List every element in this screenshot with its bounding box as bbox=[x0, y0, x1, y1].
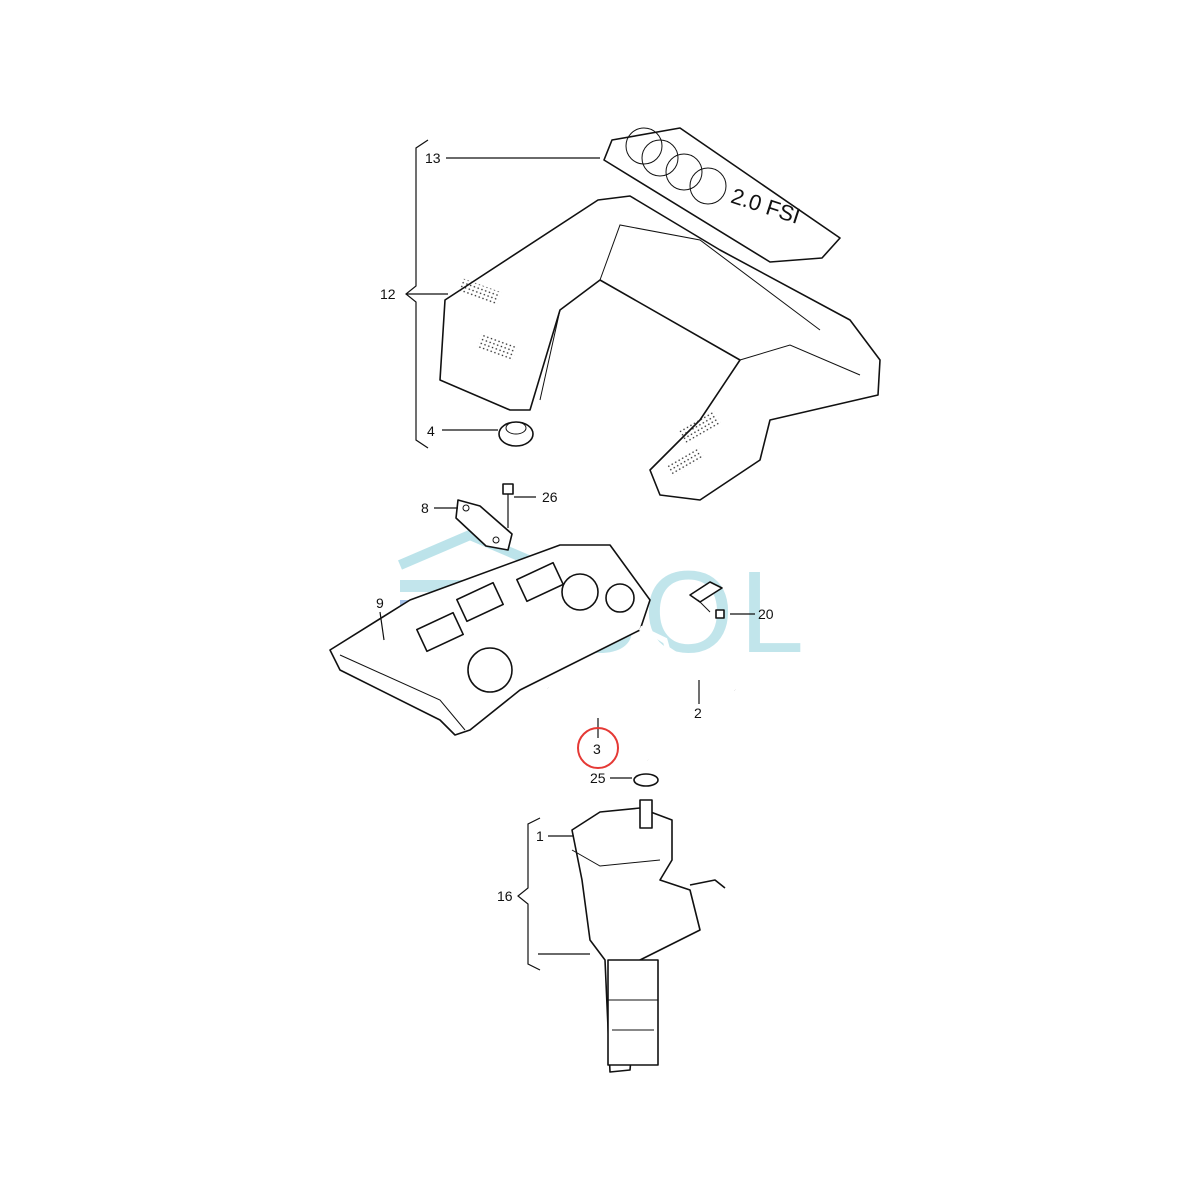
leader-lines bbox=[379, 139, 755, 971]
callout-2: 2 bbox=[694, 705, 702, 721]
callout-3: 3 bbox=[593, 741, 601, 757]
breather-hose-2 bbox=[638, 625, 737, 692]
engine-emblem: 2.0 FSI bbox=[603, 127, 841, 263]
callout-8: 8 bbox=[421, 500, 429, 516]
bolt-26 bbox=[502, 483, 514, 528]
highlight-circle bbox=[577, 727, 619, 769]
callout-16: 16 bbox=[497, 888, 513, 904]
watermark-roof-icon bbox=[398, 529, 542, 570]
callout-9: 9 bbox=[376, 595, 384, 611]
callout-12: 12 bbox=[380, 286, 396, 302]
hose-clamp bbox=[633, 773, 659, 787]
callout-4: 4 bbox=[427, 423, 435, 439]
callout-1: 1 bbox=[536, 828, 544, 844]
callout-20: 20 bbox=[758, 606, 774, 622]
callout-25: 25 bbox=[590, 770, 606, 786]
bracket bbox=[455, 499, 513, 551]
callouts: 13 12 4 8 26 9 20 2 3 25 1 16 bbox=[376, 150, 774, 904]
clip-bracket bbox=[689, 581, 725, 619]
valve-cover bbox=[329, 544, 651, 736]
grommet bbox=[498, 421, 534, 447]
oil-filter-housing bbox=[571, 799, 726, 1073]
callout-13: 13 bbox=[425, 150, 441, 166]
callout-26: 26 bbox=[542, 489, 558, 505]
engine-cover bbox=[439, 195, 881, 501]
